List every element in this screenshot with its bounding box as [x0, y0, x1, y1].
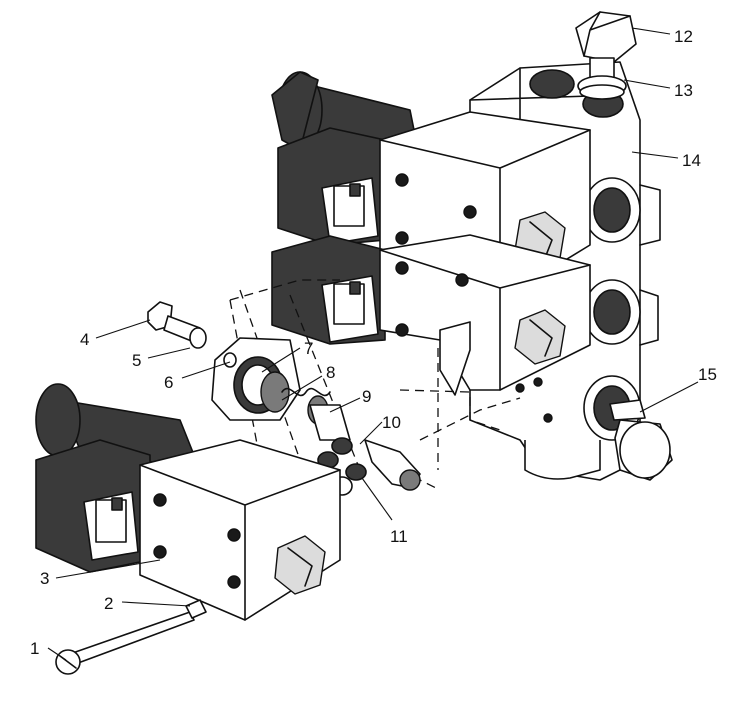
- callout-6: 6: [164, 373, 173, 392]
- middle-solenoid-valve: [271, 234, 591, 396]
- callout-10: 10: [382, 413, 401, 432]
- callout-11: 11: [390, 527, 408, 546]
- long-bolt-1: [55, 599, 207, 675]
- plug-12: [575, 11, 637, 100]
- callout-8: 8: [326, 363, 335, 382]
- gasket-plate-6: [211, 337, 301, 421]
- callout-13: 13: [674, 81, 693, 100]
- callout-15: 15: [698, 365, 717, 384]
- callout-2: 2: [104, 594, 113, 613]
- callout-1: 1: [30, 639, 39, 658]
- plug-15: [609, 399, 673, 481]
- callout-12: 12: [674, 27, 693, 46]
- callout-3: 3: [40, 569, 49, 588]
- leader-lines: [47, 27, 699, 661]
- callout-7: 7: [304, 339, 313, 358]
- callout-5: 5: [132, 351, 141, 370]
- bolt-4: [147, 301, 207, 349]
- callout-labels: 1 2 3 4 5 6 7 8 9 10 11 12 13 14 15: [30, 27, 717, 658]
- solenoid-valve-3: [35, 383, 341, 621]
- callout-9: 9: [362, 387, 371, 406]
- callout-4: 4: [80, 330, 89, 349]
- callout-14: 14: [682, 151, 701, 170]
